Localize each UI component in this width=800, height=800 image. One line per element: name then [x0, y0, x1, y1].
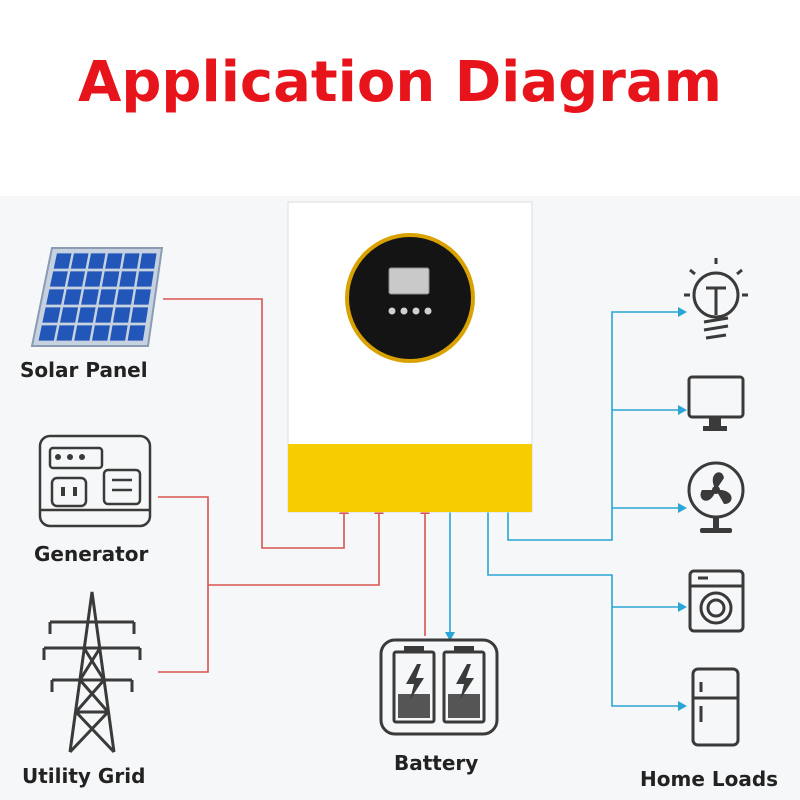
inverter-button [424, 307, 432, 315]
utility-grid-label: Utility Grid [22, 764, 146, 788]
inverter-button [388, 307, 396, 315]
solar-cell [70, 253, 89, 269]
solar-cell [88, 253, 106, 269]
solar-panel-icon [30, 247, 164, 347]
solar-cell [127, 325, 146, 341]
arrow-monitor [678, 405, 687, 415]
solar-connection-line [163, 298, 345, 549]
grid-connection-line [158, 585, 209, 673]
solar-cell [49, 271, 68, 287]
home-loads-label: Home Loads [640, 767, 779, 791]
solar-cell [56, 325, 75, 341]
solar-cell [42, 307, 61, 323]
fan-icon [687, 461, 745, 533]
inverter-unit [287, 201, 533, 513]
generator-label: Generator [34, 542, 149, 566]
solar-cell [63, 289, 82, 305]
solar-cell [101, 271, 120, 287]
refrigerator-icon [691, 667, 740, 747]
solar-cell [95, 307, 114, 323]
solar-cell [77, 307, 96, 323]
solar-cell [98, 289, 117, 305]
solar-cell [136, 271, 154, 287]
utility-tower-icon [42, 591, 142, 754]
generator-outlet-holes [55, 454, 85, 496]
solar-cell [60, 307, 79, 323]
solar-cell [84, 271, 103, 287]
solar-cell [130, 307, 149, 323]
inverter-buttons [388, 307, 432, 315]
output-arrowheads [445, 307, 687, 711]
solar-cell [53, 253, 72, 269]
inverter-button [412, 307, 420, 315]
solar-cell [122, 253, 140, 269]
solar-cell [92, 325, 110, 341]
solar-cell [105, 253, 123, 269]
page-title: Application Diagram [78, 50, 722, 115]
arrow-washer [678, 602, 687, 612]
battery-down-arrowhead [445, 632, 455, 641]
solar-cell [81, 289, 99, 305]
solar-cell [139, 253, 157, 269]
battery-icon [379, 638, 499, 736]
solar-cell [133, 289, 151, 305]
battery-label: Battery [394, 751, 479, 775]
solar-cell [116, 289, 134, 305]
solar-panel-label: Solar Panel [20, 358, 148, 382]
solar-cell [119, 271, 137, 287]
solar-cell [112, 307, 131, 323]
solar-cell [109, 325, 128, 341]
light-bulb-icon [684, 258, 748, 340]
arrow-light [678, 307, 687, 317]
output-line-lower [487, 512, 682, 707]
solar-cell [38, 325, 57, 341]
solar-panel-cells [38, 253, 157, 341]
arrow-fan [678, 503, 687, 513]
generator-icon [38, 434, 152, 528]
solar-cell [74, 325, 93, 341]
monitor-icon [687, 375, 745, 431]
inverter-button [400, 307, 408, 315]
inverter-yellow-band [288, 444, 532, 512]
output-line-upper [507, 311, 682, 541]
output-connections [449, 311, 682, 707]
solar-cell [46, 289, 65, 305]
inverter-display-face [349, 237, 471, 359]
inverter-lcd [388, 267, 430, 295]
arrow-fridge [678, 701, 687, 711]
solar-cell [67, 271, 86, 287]
input-connections [158, 298, 426, 673]
washing-machine-icon [688, 569, 745, 633]
